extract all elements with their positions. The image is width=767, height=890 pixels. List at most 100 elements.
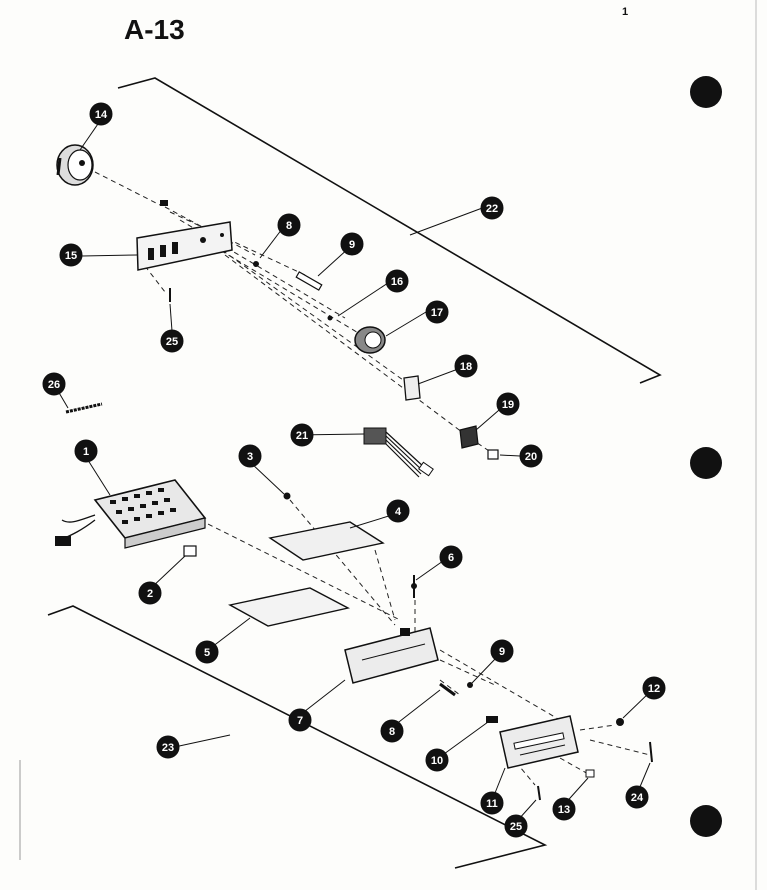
callout-badge (642, 676, 666, 700)
lower-assembly-outline (47, 605, 548, 869)
callout-number: 24 (631, 792, 644, 804)
callout-23: 23 (156, 735, 180, 759)
callout-16: 16 (385, 269, 409, 293)
part-2-connector (183, 545, 197, 557)
part-19-switch (459, 425, 479, 449)
callout-badge (496, 392, 520, 416)
part-8-shaft-upper (295, 271, 323, 291)
callout-26: 26 (42, 372, 66, 396)
callout-18: 18 (454, 354, 478, 378)
callout-number: 26 (48, 379, 60, 391)
callout-10: 10 (425, 748, 449, 772)
callout-badge (138, 581, 162, 605)
callout-24: 24 (625, 785, 649, 809)
part-13-clip (585, 769, 595, 778)
part-24-screw (649, 741, 653, 763)
callout-badge (156, 735, 180, 759)
callout-badge (519, 444, 543, 468)
callout-badge (386, 499, 410, 523)
part-16-washer (327, 315, 333, 321)
callout-22: 22 (480, 196, 504, 220)
callout-number: 10 (431, 755, 443, 767)
punch-hole-top (690, 76, 722, 108)
callout-9: 9 (340, 232, 364, 256)
part-17-knob (354, 326, 386, 354)
callout-number: 22 (486, 203, 498, 215)
callout-badge (625, 785, 649, 809)
callout-25: 25 (504, 814, 528, 838)
callout-number: 11 (486, 798, 498, 810)
page-number: 1 (622, 6, 629, 18)
callout-6: 6 (439, 545, 463, 569)
punch-hole-middle (690, 447, 722, 479)
callout-2: 2 (138, 581, 162, 605)
callout-badge (195, 640, 219, 664)
callout-number: 20 (525, 451, 537, 463)
callout-number: 25 (166, 336, 178, 348)
callout-number: 9 (349, 239, 355, 251)
callout-badge (380, 719, 404, 743)
callout-number: 25 (510, 821, 522, 833)
callout-badge (74, 439, 98, 463)
assembly-dashed-lines (94, 171, 651, 786)
part-14-motor (56, 144, 94, 186)
callout-21: 21 (290, 423, 314, 447)
callout-8: 8 (380, 719, 404, 743)
callout-badge (490, 639, 514, 663)
callout-number: 16 (391, 276, 403, 288)
callout-badge (238, 444, 262, 468)
callout-number: 9 (499, 646, 505, 658)
callout-number: 1 (83, 446, 89, 458)
callout-badge (504, 814, 528, 838)
callout-badge (425, 300, 449, 324)
callout-number: 21 (296, 430, 308, 442)
callout-number: 23 (162, 742, 174, 754)
part-6-sensor (411, 575, 417, 598)
callout-number: 4 (395, 506, 402, 518)
callout-11: 11 (480, 791, 504, 815)
part-15-bracket (136, 200, 233, 271)
callout-number: 13 (558, 804, 570, 816)
callout-number: 17 (431, 307, 443, 319)
part-9-screw-lower (467, 682, 473, 688)
part-1-control-board (55, 479, 207, 549)
part-5-mounting-plate (228, 587, 351, 627)
callout-3: 3 (238, 444, 262, 468)
punch-hole-bottom (690, 805, 722, 837)
callout-9: 9 (490, 639, 514, 663)
callout-badge (160, 329, 184, 353)
callout-number: 19 (502, 399, 514, 411)
callout-badge (290, 423, 314, 447)
part-20-cap (487, 449, 499, 460)
callout-14: 14 (89, 102, 113, 126)
upper-assembly-outline (117, 77, 662, 384)
part-3-screw (283, 492, 291, 500)
callout-badge (439, 545, 463, 569)
callout-15: 15 (59, 243, 83, 267)
callout-badge (89, 102, 113, 126)
part-12-nut (616, 718, 624, 726)
callout-number: 6 (448, 552, 454, 564)
callout-layer: 1234567899810111213141516171819202122232… (42, 102, 666, 838)
callout-17: 17 (425, 300, 449, 324)
callout-badge (42, 372, 66, 396)
callout-5: 5 (195, 640, 219, 664)
callout-19: 19 (496, 392, 520, 416)
callout-badge (454, 354, 478, 378)
part-11-display-board (499, 715, 579, 769)
callout-badge (277, 213, 301, 237)
part-4-insulator-sheet (268, 521, 385, 561)
callout-badge (480, 791, 504, 815)
callout-number: 7 (297, 715, 303, 727)
callout-number: 18 (460, 361, 472, 373)
callout-number: 5 (204, 647, 210, 659)
callout-1: 1 (74, 439, 98, 463)
part-7-frame (344, 627, 439, 684)
callout-badge (59, 243, 83, 267)
part-18-switch-bracket (403, 375, 421, 401)
callout-25: 25 (160, 329, 184, 353)
callout-number: 8 (389, 726, 395, 738)
leader-lines (57, 120, 653, 821)
callout-number: 8 (286, 220, 292, 232)
